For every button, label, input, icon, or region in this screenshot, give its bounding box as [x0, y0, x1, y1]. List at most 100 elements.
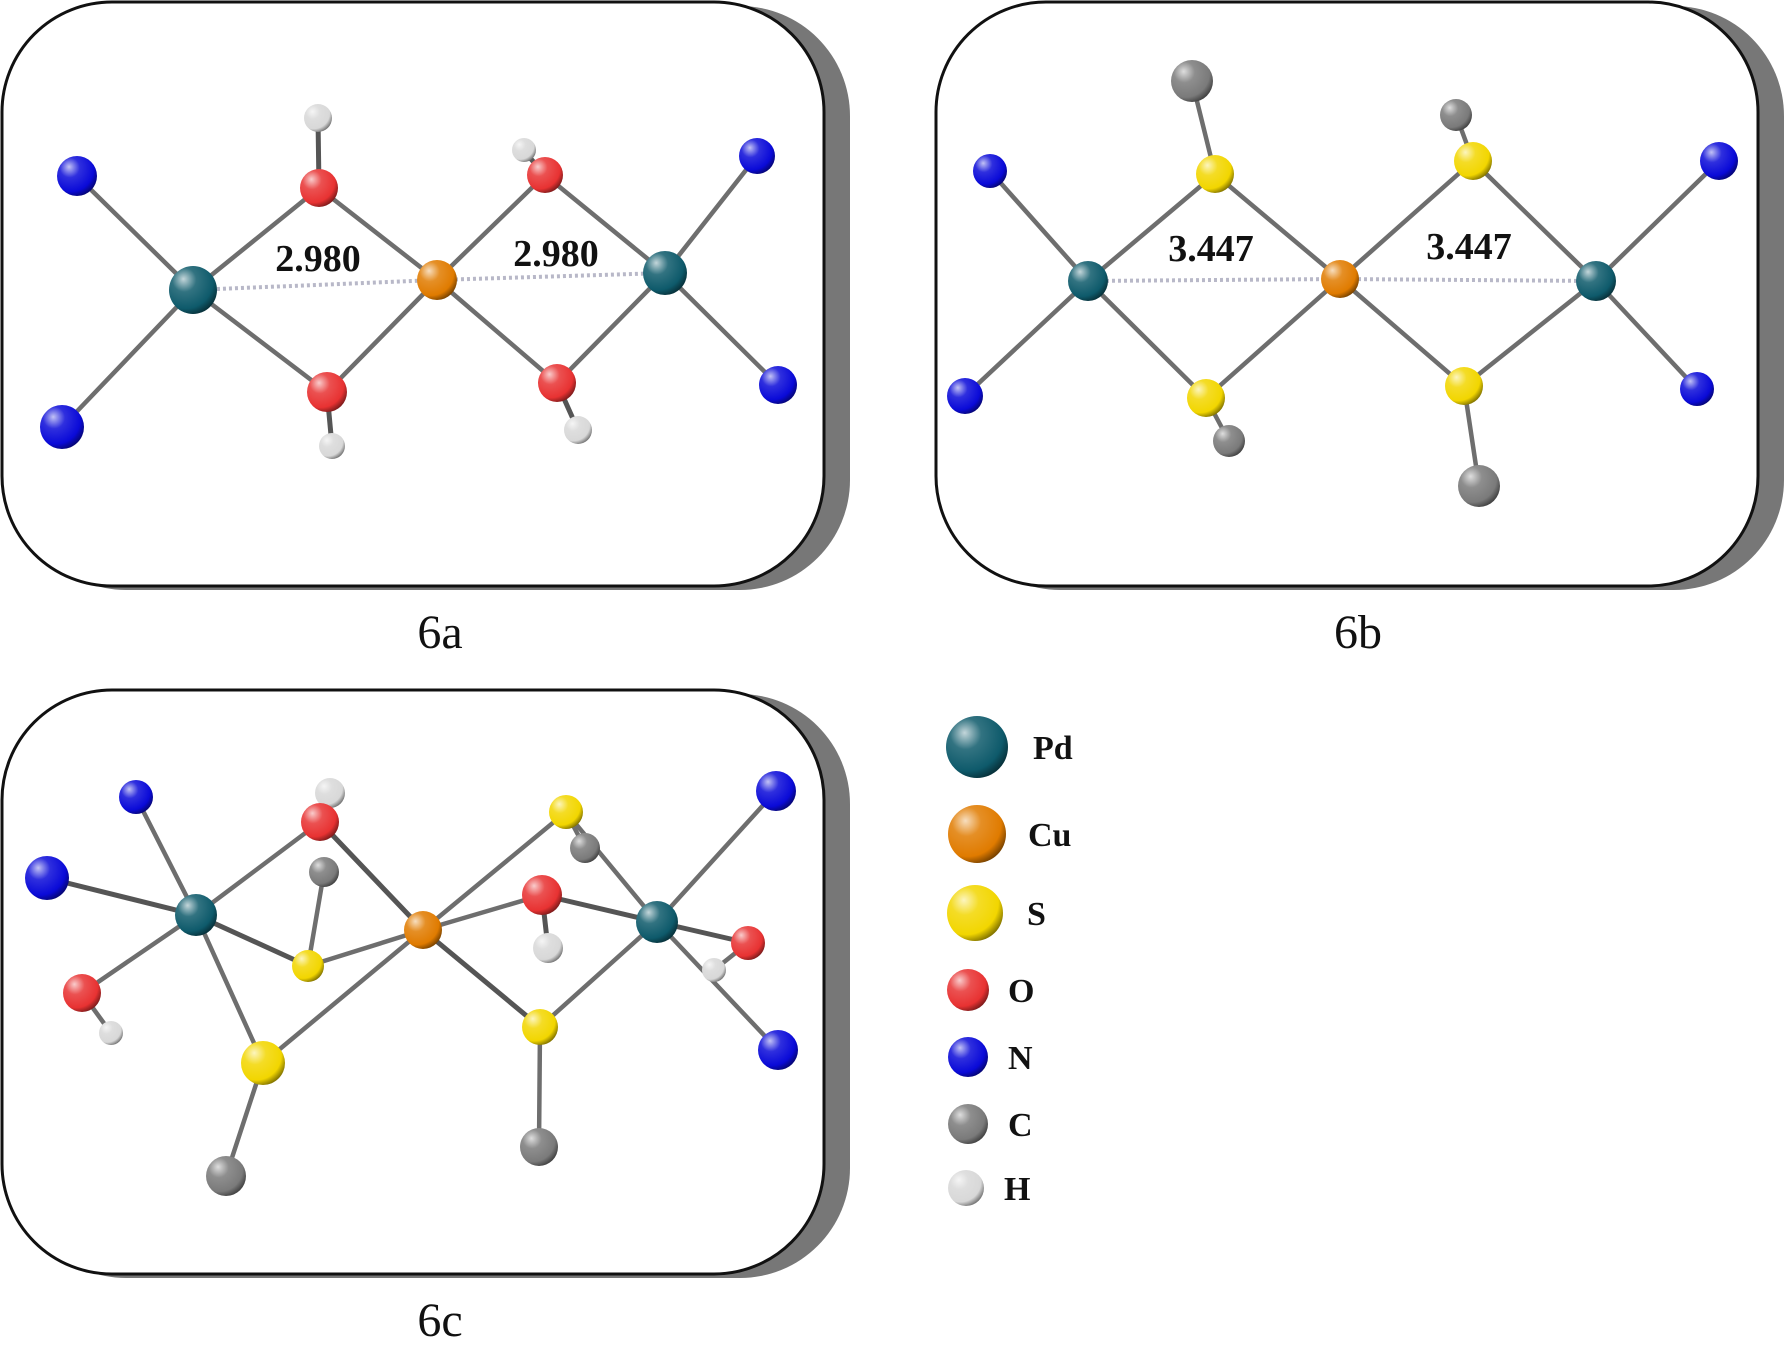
atom-h — [702, 958, 726, 982]
bond — [420, 927, 543, 1030]
legend: Pd Cu S O N C H — [946, 716, 1073, 1208]
legend-label: C — [1008, 1107, 1033, 1144]
bond — [654, 788, 779, 925]
bond — [962, 278, 1091, 399]
panel-frame — [0, 0, 826, 588]
legend-swatch-h — [948, 1170, 984, 1206]
bond — [662, 153, 760, 276]
panel-6a: 2.980 2.980 6a — [0, 0, 850, 659]
atom-n — [40, 405, 84, 449]
atom-s — [549, 795, 583, 829]
bond — [1593, 158, 1722, 284]
panel-6b: 3.447 3.447 6b — [934, 0, 1784, 659]
legend-item-c: C — [948, 1104, 1033, 1144]
distance-label: 3.447 — [1426, 226, 1512, 268]
atom-n — [1680, 372, 1714, 406]
atom-n — [57, 156, 97, 196]
legend-item-pd: Pd — [946, 716, 1073, 778]
panel-caption: 6a — [417, 606, 462, 659]
bond — [316, 185, 440, 283]
bond — [654, 919, 781, 1053]
atom-n — [947, 378, 983, 414]
bond — [1337, 158, 1476, 282]
atom-cu — [1321, 260, 1359, 298]
atom-pd — [643, 251, 687, 295]
bond — [190, 185, 322, 293]
atom-c — [206, 1156, 246, 1196]
legend-item-h: H — [948, 1170, 1030, 1208]
bond — [1203, 276, 1343, 401]
atom-c — [1171, 60, 1213, 102]
bond — [537, 919, 660, 1030]
atom-h — [315, 778, 345, 808]
bond — [44, 875, 199, 918]
legend-label: H — [1004, 1171, 1030, 1208]
atom-n — [25, 856, 69, 900]
bond — [434, 172, 548, 283]
bond — [1593, 278, 1700, 392]
atom-pd — [175, 894, 217, 936]
atom-c — [1213, 425, 1245, 457]
bond — [563, 809, 660, 925]
atom-o — [63, 974, 101, 1012]
atom-s — [1454, 142, 1492, 180]
atom-h — [99, 1021, 123, 1045]
bond — [193, 912, 266, 1066]
distance-label: 3.447 — [1168, 228, 1254, 270]
atom-o — [522, 875, 562, 915]
atom-h — [304, 104, 332, 132]
atom-n — [759, 366, 797, 404]
bond — [536, 1024, 543, 1150]
legend-swatch-c — [948, 1104, 988, 1144]
atom-c — [309, 857, 339, 887]
atom-pd — [636, 901, 678, 943]
bond — [662, 270, 781, 388]
atom-n — [119, 780, 153, 814]
bond — [420, 809, 569, 933]
atom-c — [1458, 465, 1500, 507]
atom-n — [756, 771, 796, 811]
atom-h — [319, 433, 345, 459]
atom-o — [731, 926, 765, 960]
atom-o — [301, 803, 339, 841]
atom-o — [300, 169, 338, 207]
pd-cu-contact — [1339, 277, 1597, 283]
legend-label: Pd — [1033, 730, 1073, 767]
atom-s — [1196, 155, 1234, 193]
atom-n — [758, 1030, 798, 1070]
bond — [317, 819, 426, 933]
atom-h — [564, 416, 592, 444]
atom-c — [520, 1128, 558, 1166]
pd-cu-contact — [192, 278, 438, 292]
atom-n — [973, 154, 1007, 188]
atom-h — [533, 933, 563, 963]
bond — [1085, 278, 1209, 401]
atom-pd — [1576, 261, 1616, 301]
atom-pd — [169, 266, 217, 314]
bond — [74, 173, 196, 293]
legend-swatch-n — [948, 1037, 988, 1077]
atom-s — [1187, 379, 1225, 417]
bond — [434, 277, 560, 386]
bond — [305, 927, 426, 969]
atom-o — [307, 372, 347, 412]
atom-n — [739, 138, 775, 174]
atom-c — [570, 833, 600, 863]
atom-c — [1440, 99, 1472, 131]
panel-frame — [0, 688, 826, 1276]
bond — [324, 277, 440, 395]
atom-s — [1445, 367, 1483, 405]
bond — [1461, 278, 1599, 389]
atom-o — [527, 157, 563, 193]
distance-label: 2.980 — [513, 233, 599, 275]
legend-item-o: O — [947, 969, 1034, 1011]
atom-s — [522, 1009, 558, 1045]
legend-swatch-o — [947, 969, 989, 1011]
atom-cu — [404, 911, 442, 949]
pd-cu-contact — [436, 271, 666, 282]
bond — [190, 287, 330, 395]
bond — [987, 168, 1091, 284]
panel-caption: 6c — [417, 1294, 462, 1346]
bond — [133, 794, 199, 918]
molecule-6c — [25, 771, 798, 1196]
